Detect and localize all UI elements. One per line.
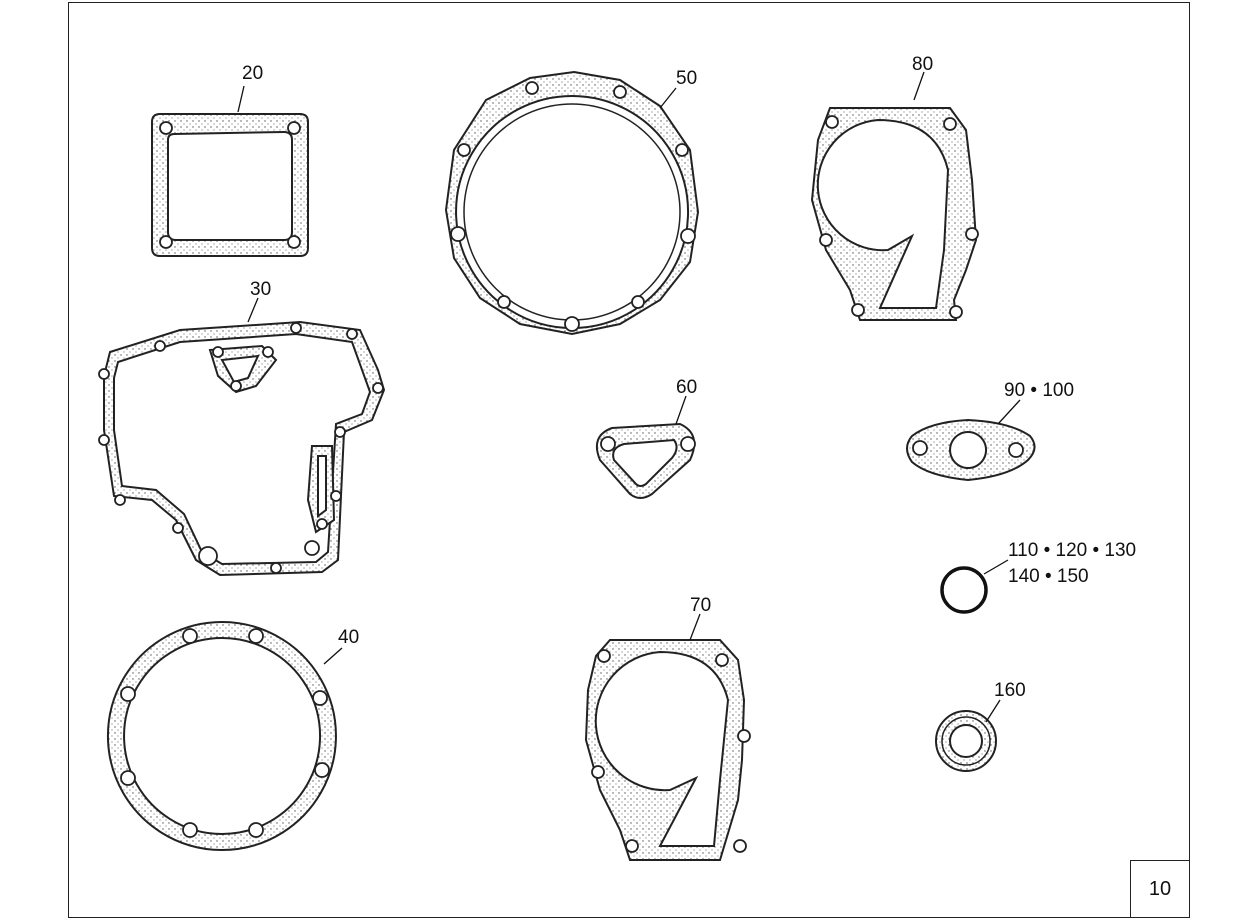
part-20-gasket[interactable]: 20 (151, 63, 309, 257)
part-30-gasket[interactable]: 30 (98, 279, 386, 577)
part-20-label: 20 (242, 63, 263, 84)
part-30-label: 30 (250, 279, 271, 300)
diagram-frame (68, 2, 1190, 918)
part-50-gasket[interactable]: 50 (444, 68, 700, 336)
part-110-150-o-ring[interactable]: 110 • 120 • 130 140 • 150 (940, 540, 1136, 614)
part-40-gasket[interactable]: 40 (106, 621, 359, 851)
part-60-gasket[interactable]: 60 (596, 377, 697, 499)
part-50-label: 50 (676, 68, 697, 89)
part-90-100-gasket[interactable]: 90 • 100 (906, 380, 1074, 482)
part-40-label: 40 (338, 627, 359, 648)
part-70-gasket[interactable]: 70 (584, 595, 751, 861)
part-140-150-label: 140 • 150 (1008, 566, 1089, 587)
part-160-label: 160 (994, 680, 1026, 701)
part-90-100-label: 90 • 100 (1004, 380, 1074, 401)
part-80-label: 80 (912, 54, 933, 75)
part-80-gasket[interactable]: 80 (810, 54, 979, 321)
page-number-box: 10 (1130, 860, 1190, 918)
part-160-oil-seal[interactable]: 160 (935, 680, 1026, 772)
part-60-label: 60 (676, 377, 697, 398)
page-number: 10 (1148, 877, 1172, 900)
part-70-label: 70 (690, 595, 711, 616)
part-110-130-label: 110 • 120 • 130 (1008, 540, 1136, 561)
